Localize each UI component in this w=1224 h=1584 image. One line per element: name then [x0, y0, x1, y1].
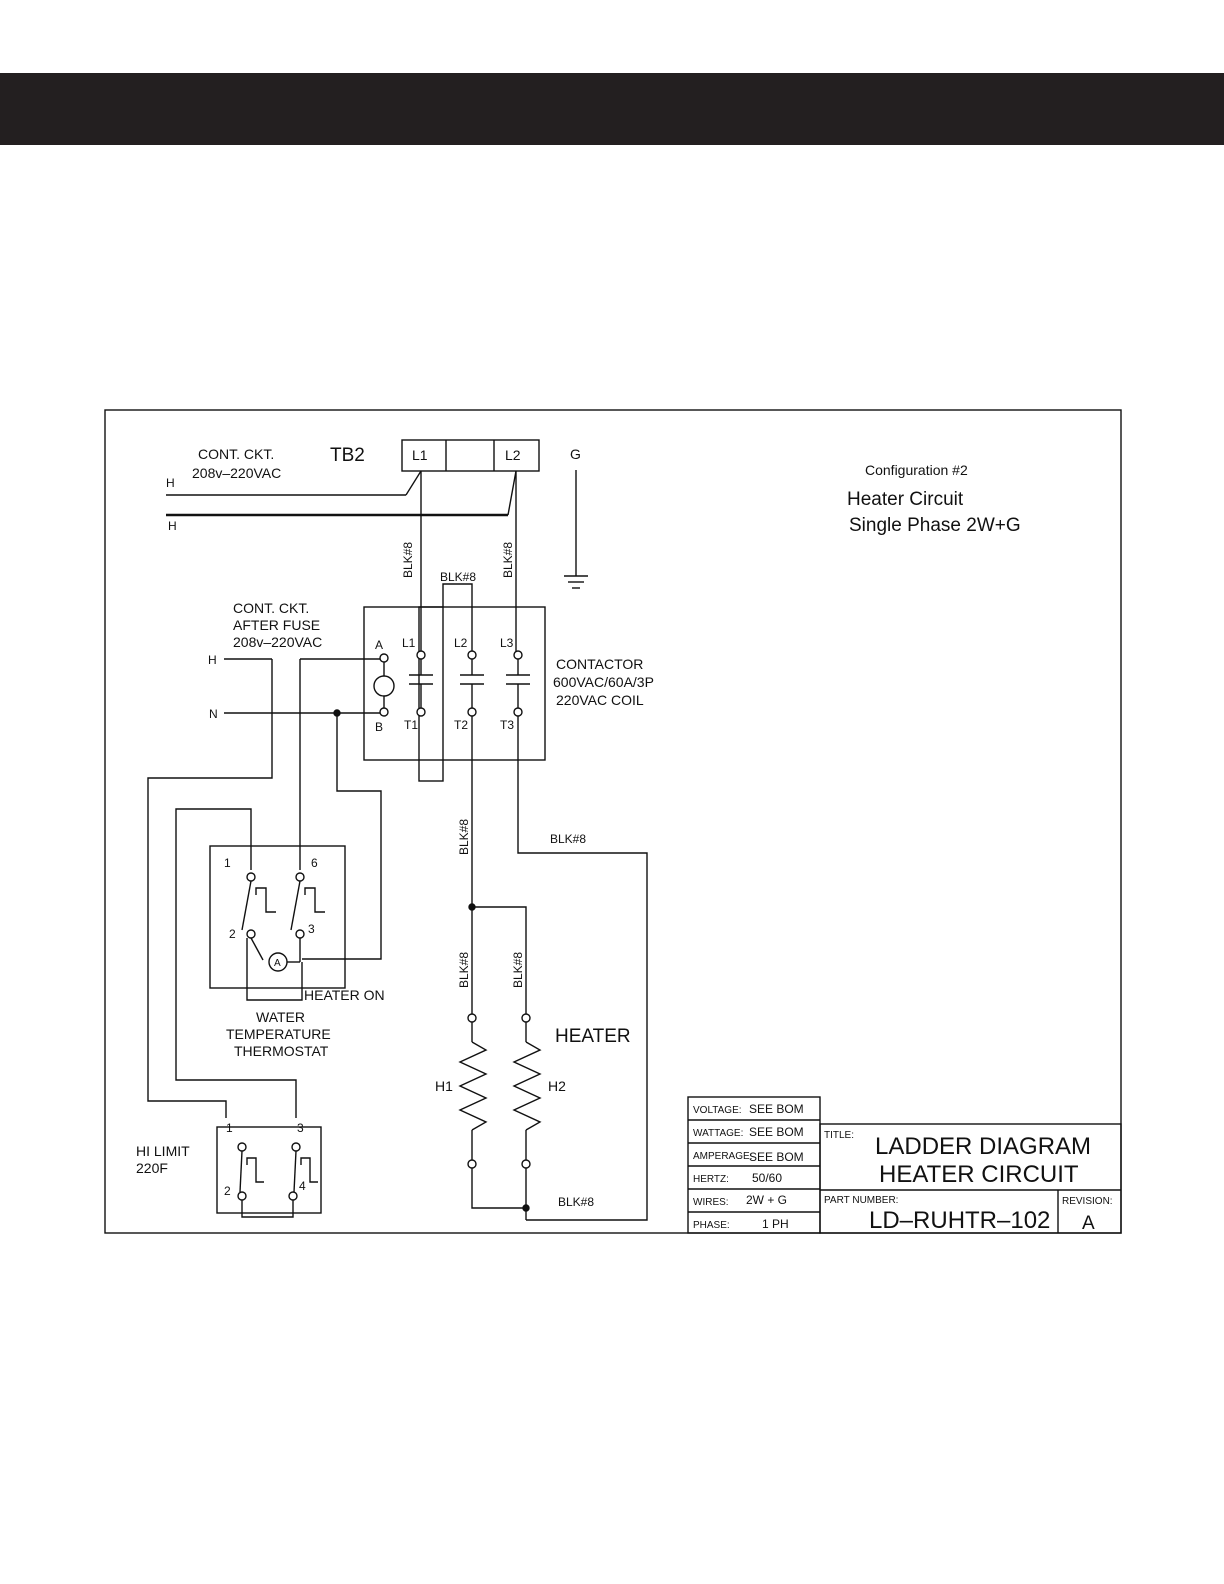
wires-key: WIRES:: [693, 1197, 729, 1208]
hi-limit-label: HI LIMIT: [136, 1143, 190, 1159]
heater-h2-label: H2: [548, 1078, 566, 1094]
coil-b-label: B: [375, 720, 383, 734]
supply-h2-label: H: [168, 519, 177, 533]
hertz-key: HERTZ:: [693, 1174, 729, 1185]
hi-limit-terminal-2: 2: [224, 1184, 231, 1198]
wires-value: 2W + G: [746, 1193, 787, 1207]
contactor-t1-label: T1: [404, 718, 418, 732]
heater-h1-label: H1: [435, 1078, 453, 1094]
hi-limit-temp: 220F: [136, 1160, 168, 1176]
ground-label: G: [570, 446, 581, 462]
voltage-value: SEE BOM: [749, 1102, 804, 1116]
after-fuse-label-2: AFTER FUSE: [233, 617, 320, 633]
configuration-label: Configuration #2: [865, 462, 968, 478]
contactor-l2-label: L2: [454, 636, 468, 650]
thermostat-label-1: WATER: [256, 1009, 305, 1025]
hi-limit-terminal-4: 4: [299, 1179, 306, 1193]
amperage-key: AMPERAGE:: [693, 1151, 752, 1162]
heater-on-indicator-icon: A: [274, 958, 281, 969]
title-key: TITLE:: [824, 1130, 854, 1141]
heater-on-label: HEATER ON: [304, 987, 385, 1003]
title-block-title: [819, 1123, 1122, 1234]
cont-ckt-voltage: 208v–220VAC: [192, 465, 281, 481]
wire-label-blk8: BLK#8: [550, 832, 586, 846]
coil-a-label: A: [375, 638, 383, 652]
part-number-key: PART NUMBER:: [824, 1195, 898, 1206]
voltage-key: VOLTAGE:: [693, 1105, 742, 1116]
hi-limit-terminal-3: 3: [297, 1121, 304, 1135]
title-line-1: LADDER DIAGRAM: [875, 1133, 1091, 1160]
wattage-key: WATTAGE:: [693, 1128, 743, 1139]
configuration-circuit: Heater Circuit: [847, 489, 964, 510]
thermostat-terminal-6: 6: [311, 856, 318, 870]
thermostat-box: [209, 845, 346, 989]
wire-label-blk8: BLK#8: [558, 1195, 594, 1209]
thermostat-label-2: TEMPERATURE: [226, 1026, 331, 1042]
supply-h1-label: H: [166, 476, 175, 490]
amperage-value: SEE BOM: [749, 1150, 804, 1164]
wattage-value: SEE BOM: [749, 1125, 804, 1139]
contactor-l1-label: L1: [402, 636, 416, 650]
tb2-block: [401, 439, 540, 472]
phase-key: PHASE:: [693, 1220, 730, 1231]
contactor-box: [363, 606, 546, 761]
tb2-terminal-l1: L1: [412, 447, 428, 463]
contactor-coil: 220VAC COIL: [556, 692, 644, 708]
contactor-t3-label: T3: [500, 718, 514, 732]
after-fuse-label-3: 208v–220VAC: [233, 634, 322, 650]
tb2-terminal-l2: L2: [505, 447, 521, 463]
wire-label-blk8: BLK#8: [440, 570, 476, 584]
heater-h1-resistor: [458, 1041, 488, 1131]
wire-label-blk8: BLK#8: [457, 819, 471, 855]
thermostat-terminal-1: 1: [224, 856, 231, 870]
hertz-value: 50/60: [752, 1171, 782, 1185]
thermostat-terminal-2: 2: [229, 927, 236, 941]
header-bar: [0, 73, 1224, 145]
hi-limit-box: [216, 1126, 322, 1214]
after-fuse-h-label: H: [208, 653, 217, 667]
tb2-label: TB2: [330, 445, 365, 466]
contactor-rating: 600VAC/60A/3P: [553, 674, 654, 690]
diagram-frame: [104, 409, 1122, 1234]
thermostat-label-3: THERMOSTAT: [234, 1043, 329, 1059]
heater-h2-resistor: [512, 1041, 542, 1131]
after-fuse-label-1: CONT. CKT.: [233, 600, 309, 616]
phase-value: 1 PH: [762, 1217, 789, 1231]
contactor-t2-label: T2: [454, 718, 468, 732]
thermostat-terminal-3: 3: [308, 922, 315, 936]
revision-value: A: [1082, 1213, 1095, 1234]
contactor-l3-label: L3: [500, 636, 514, 650]
heater-label: HEATER: [555, 1026, 631, 1047]
part-number: LD–RUHTR–102: [869, 1207, 1050, 1234]
wire-label-blk8: BLK#8: [401, 542, 415, 578]
contactor-label: CONTACTOR: [556, 656, 643, 672]
wire-label-blk8: BLK#8: [457, 952, 471, 988]
configuration-phase: Single Phase 2W+G: [849, 515, 1021, 536]
hi-limit-terminal-1: 1: [226, 1121, 233, 1135]
cont-ckt-label: CONT. CKT.: [198, 446, 274, 462]
wire-label-blk8: BLK#8: [501, 542, 515, 578]
title-line-2: HEATER CIRCUIT: [879, 1161, 1079, 1188]
wire-label-blk8: BLK#8: [511, 952, 525, 988]
after-fuse-n-label: N: [209, 707, 218, 721]
revision-key: REVISION:: [1062, 1196, 1113, 1207]
